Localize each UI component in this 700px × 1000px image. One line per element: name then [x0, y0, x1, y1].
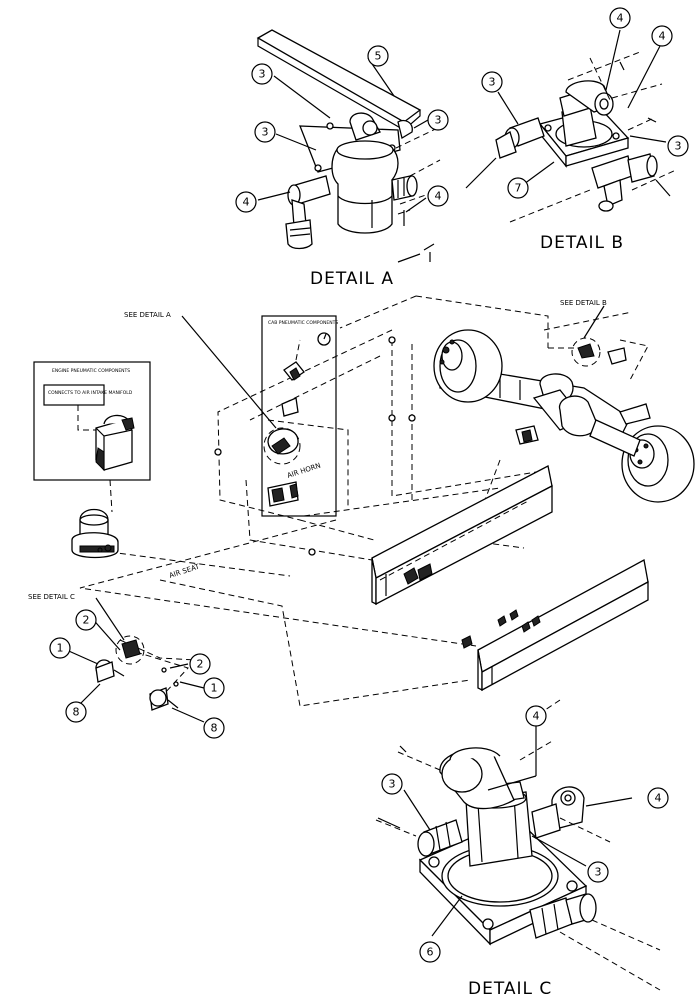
callout-3: 3 [254, 121, 276, 143]
main-assembly-drawing [33, 295, 695, 723]
callout-1: 1 [203, 677, 225, 699]
callout-2: 2 [189, 653, 211, 675]
callout-8: 8 [203, 717, 225, 739]
detail-c-drawing [375, 699, 661, 991]
callout-3: 3 [381, 773, 403, 795]
callout-4: 4 [235, 191, 257, 213]
callout-4: 4 [609, 7, 631, 29]
callout-number: 3 [259, 68, 266, 81]
callout-number: 1 [211, 682, 218, 695]
air-horn-label: AIR HORN [286, 462, 322, 480]
callout-3: 3 [587, 861, 609, 883]
callout-number: 3 [595, 866, 602, 879]
callout-number: 2 [197, 658, 204, 671]
callout-4: 4 [647, 787, 669, 809]
callout-2: 2 [75, 609, 97, 631]
detail-b-callouts: 4 4 3 3 7 [481, 7, 689, 199]
air-seat-label: AIR SEAT [168, 562, 201, 580]
engine-components-title: ENGINE PNEUMATIC COMPONENTS [52, 368, 130, 374]
callout-number: 8 [211, 722, 218, 735]
see-detail-a-label: SEE DETAIL A [124, 311, 171, 319]
callout-number: 3 [262, 126, 269, 139]
main-assembly-callouts: 2 1 2 1 8 8 [49, 609, 225, 739]
callout-3: 3 [667, 135, 689, 157]
callout-7: 7 [507, 177, 529, 199]
detail-b-drawing [465, 29, 677, 223]
detail-c-title: DETAIL C [468, 979, 552, 999]
callout-number: 4 [655, 792, 662, 805]
see-detail-c-label: SEE DETAIL C [28, 593, 75, 601]
callout-number: 5 [375, 50, 382, 63]
callout-number: 1 [57, 642, 64, 655]
callout-3: 3 [481, 71, 503, 93]
callout-8: 8 [65, 701, 87, 723]
callout-number: 4 [533, 710, 540, 723]
callout-1: 1 [49, 637, 71, 659]
callout-number: 4 [243, 196, 250, 209]
callout-number: 3 [435, 114, 442, 127]
callout-number: 3 [389, 778, 396, 791]
callout-3: 3 [251, 63, 273, 85]
detail-c-callouts: 4 4 3 3 6 [381, 705, 669, 963]
see-detail-b-label: SEE DETAIL B [560, 299, 607, 307]
cab-components-title: CAB PNEUMATIC COMPONENTS [268, 320, 338, 326]
callout-number: 6 [427, 946, 434, 959]
callout-number: 8 [73, 706, 80, 719]
callout-number: 4 [617, 12, 624, 25]
callout-5: 5 [367, 45, 389, 67]
detail-b-title: DETAIL B [540, 233, 624, 253]
callout-number: 4 [659, 30, 666, 43]
detail-a-callouts: 3 5 3 3 4 4 [235, 45, 449, 213]
detail-a-title: DETAIL A [310, 269, 394, 289]
callout-3: 3 [427, 109, 449, 131]
callout-number: 7 [515, 182, 522, 195]
callout-4: 4 [427, 185, 449, 207]
detail-a-drawing [256, 29, 447, 263]
callout-4: 4 [651, 25, 673, 47]
callout-6: 6 [419, 941, 441, 963]
callout-number: 2 [83, 614, 90, 627]
callout-4: 4 [525, 705, 547, 727]
callout-number: 3 [675, 140, 682, 153]
callout-number: 3 [489, 76, 496, 89]
manifold-note: CONNECTS TO AIR INTAKE MANIFOLD [48, 390, 133, 396]
callout-number: 4 [435, 190, 442, 203]
